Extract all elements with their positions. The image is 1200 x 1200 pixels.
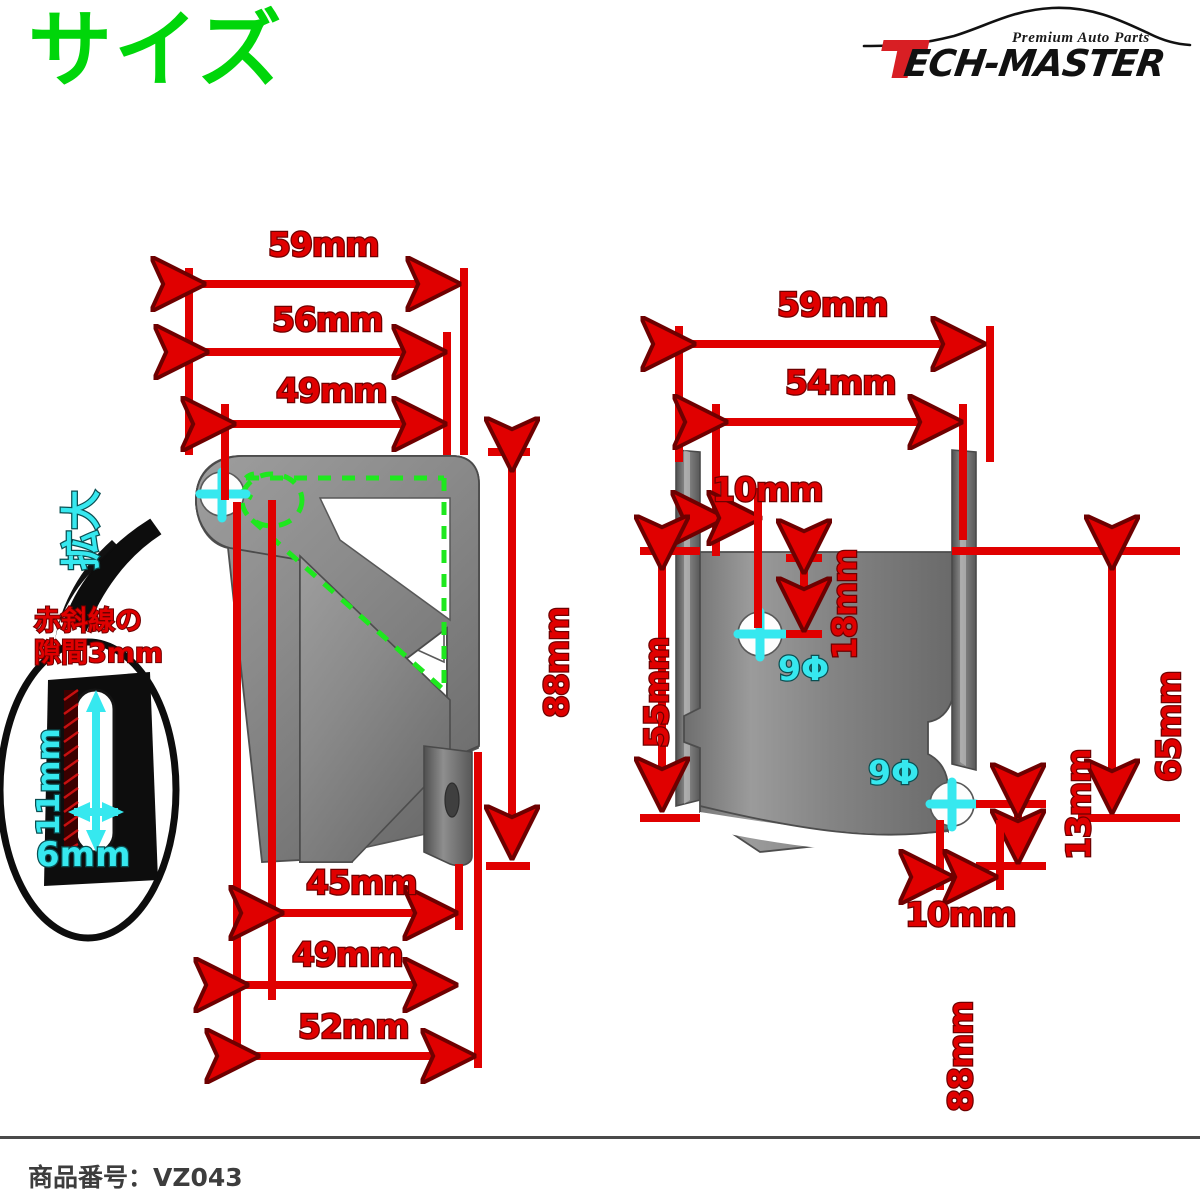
right-dim-88mm: 88mm [940, 1000, 982, 1113]
left-dimension-88mm [488, 452, 530, 870]
gap-note-line2: 隙間3mm [33, 638, 164, 669]
page-title: サイズ [28, 1, 284, 99]
left-dimension-lines-bottom [237, 500, 524, 1068]
right-dim-55mm: 55mm [636, 636, 678, 749]
magnified-callout-balloon [0, 518, 180, 942]
hole-crosshair-icon [195, 467, 251, 523]
magnify-label: 拡大 [58, 489, 107, 572]
left-dim-56mm: 56mm [271, 300, 385, 339]
right-dimension-18mm [786, 558, 822, 638]
product-number: 商品番号：VZ043 [28, 1163, 243, 1192]
right-dim-65mm: 65mm [1148, 670, 1190, 783]
logo-tagline: Premium Auto Parts [1012, 30, 1150, 46]
right-dim-10mm-top: 10mm [711, 470, 825, 509]
hole-callout-9phi-upper: 9Φ [777, 649, 831, 688]
right-dimension-bottom-10mm [940, 820, 1004, 890]
magnify-dim-6mm: 6mm [35, 835, 132, 875]
logo-wordmark: ECH-MASTER [881, 40, 1167, 80]
left-dim-52mm: 52mm [297, 1007, 411, 1046]
brand-logo: Premium Auto Parts ECH-MASTER [862, 4, 1192, 90]
right-dim-18mm: 18mm [824, 548, 866, 661]
magnify-dim-11mm: 11mm [30, 727, 69, 837]
left-dim-59mm: 59mm [267, 225, 381, 264]
right-dimension-13mm [976, 804, 1046, 870]
left-dim-49mm-bottom: 49mm [291, 935, 405, 974]
right-dim-59mm: 59mm [776, 285, 890, 324]
right-dim-54mm: 54mm [784, 363, 898, 402]
left-dim-49mm: 49mm [275, 371, 389, 410]
hole-callout-9phi-lower: 9Φ [867, 753, 921, 792]
right-dim-10mm-bottom: 10mm [904, 895, 1018, 934]
green-dashed-overlay [239, 471, 447, 692]
left-dim-45mm: 45mm [305, 863, 419, 902]
svg-text:ECH-MASTER: ECH-MASTER [901, 41, 1167, 80]
footer-divider [0, 1136, 1200, 1139]
right-dim-13mm: 13mm [1058, 748, 1100, 861]
left-dim-88mm: 88mm [536, 606, 578, 719]
gap-note-line1: 赤斜線の [33, 606, 143, 637]
left-bracket-part [195, 455, 480, 867]
